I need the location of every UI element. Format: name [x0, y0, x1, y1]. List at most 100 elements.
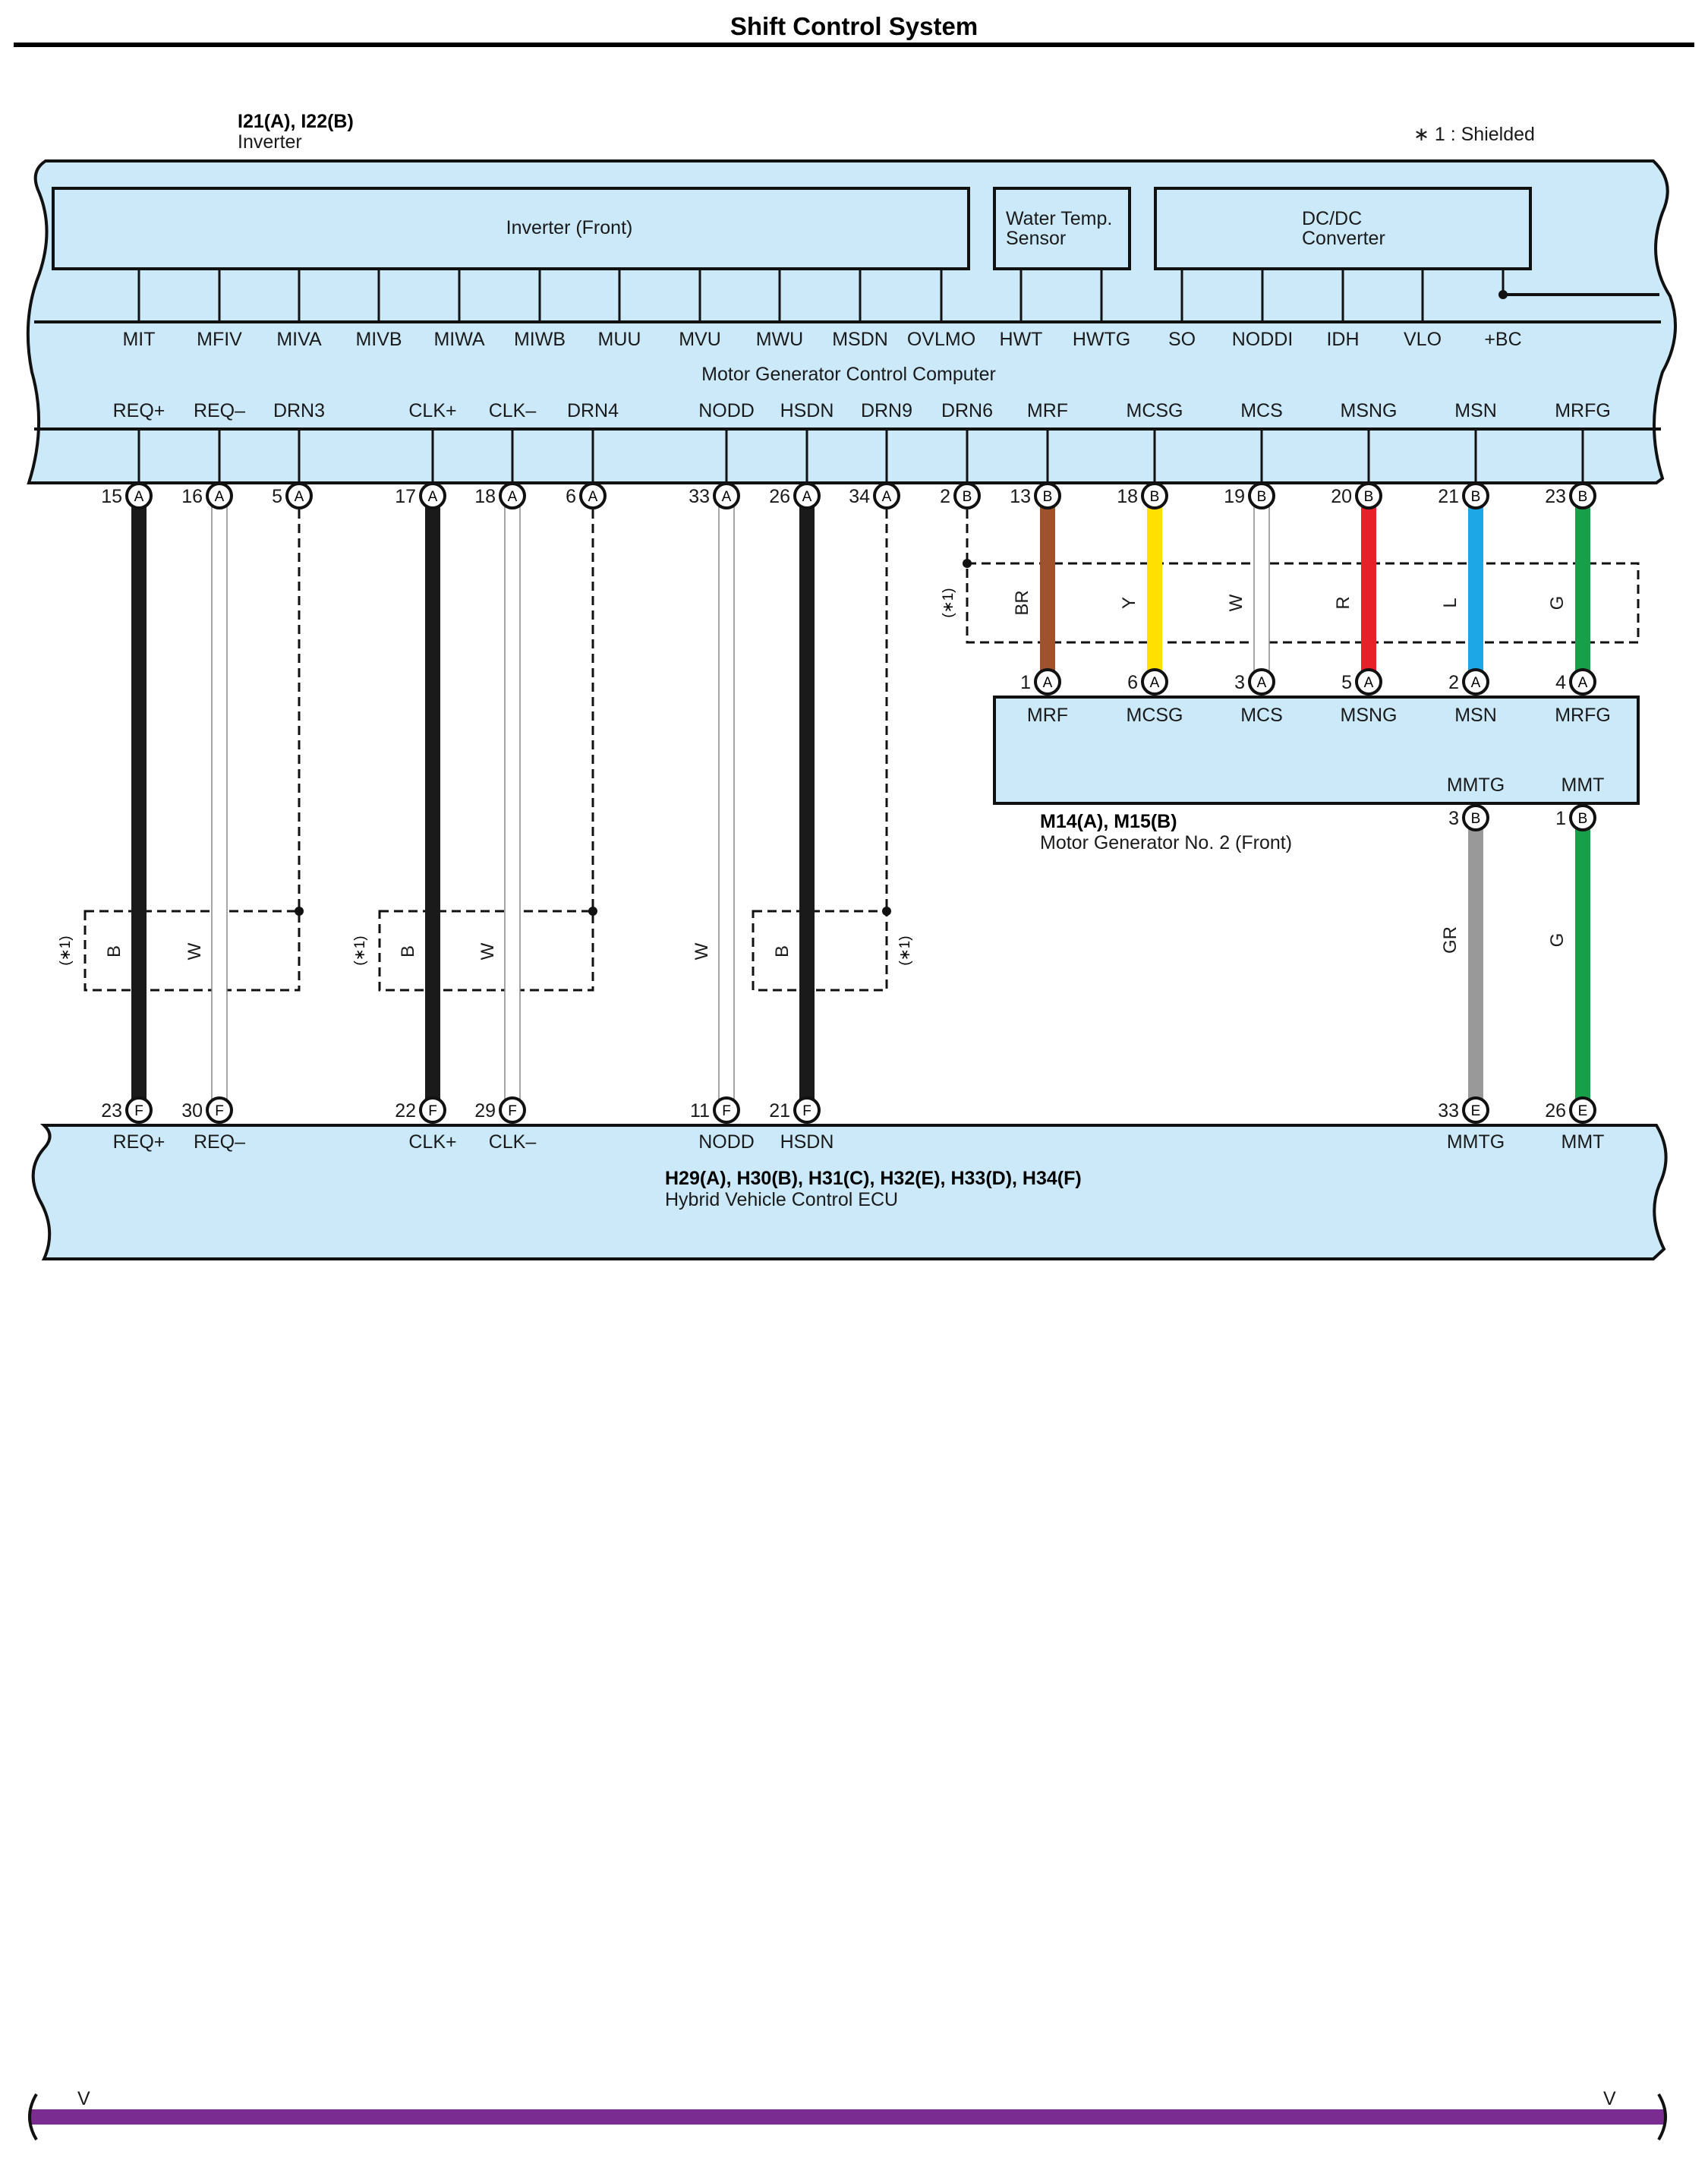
- inverter-front-label: Inverter (Front): [506, 217, 633, 238]
- wire-inverter-ecu: [799, 506, 815, 1099]
- shield-junction: [588, 907, 597, 916]
- terminal-label-muu: MUU: [598, 329, 641, 350]
- mg-terminal-label: MCS: [1240, 705, 1283, 726]
- shield-box-clk: [378, 910, 594, 992]
- wire-color-label: Y: [1119, 597, 1139, 609]
- wire-color-label: W: [692, 942, 712, 960]
- svg-text:26: 26: [769, 486, 790, 507]
- svg-text:2: 2: [940, 486, 950, 507]
- terminal-label-mrfg: MRFG: [1555, 400, 1611, 421]
- terminal-label-req: REQ+: [113, 400, 165, 421]
- svg-text:B: B: [1471, 489, 1481, 505]
- wire-inverter-mg: [1361, 506, 1376, 671]
- svg-text:A: A: [1578, 675, 1588, 691]
- ecu-terminal-label: HSDN: [780, 1131, 834, 1153]
- wire-inverter-mg: [1147, 506, 1162, 671]
- wire-color-label: B: [398, 945, 418, 957]
- inverter-pin: A6: [566, 482, 607, 509]
- terminal-label-ovlmo: OVLMO: [907, 329, 975, 350]
- svg-text:F: F: [428, 1103, 437, 1119]
- mg-terminal-label: MSN: [1454, 705, 1497, 726]
- ecu-terminal-label: MMTG: [1447, 1131, 1505, 1153]
- mg-pin: A5: [1341, 668, 1382, 696]
- dcdc-converter-label-2: Converter: [1302, 228, 1385, 249]
- shield-junction: [295, 907, 304, 916]
- wire-mg-ecu: [1575, 828, 1590, 1099]
- shield-tag-clk: (∗1): [352, 935, 368, 965]
- terminal-label-clk: CLK+: [408, 400, 456, 421]
- svg-text:21: 21: [769, 1100, 790, 1121]
- terminal-label-noddi: NODDI: [1232, 329, 1294, 350]
- motor-generator-connectors: M14(A), M15(B): [1040, 811, 1177, 832]
- svg-text:B: B: [1043, 489, 1053, 505]
- terminal-label-hwt: HWT: [1000, 329, 1043, 350]
- svg-text:34: 34: [849, 486, 870, 507]
- ecu-terminal-label: MMT: [1561, 1131, 1605, 1153]
- svg-text:26: 26: [1545, 1100, 1566, 1121]
- inverter-connectors: I21(A), I22(B): [238, 111, 354, 132]
- svg-text:A: A: [882, 489, 892, 505]
- wire-color-label: W: [184, 942, 205, 960]
- footer-bar-left-cap: [28, 2093, 38, 2141]
- footer-right-marker: V: [1603, 2088, 1616, 2109]
- shield-note: ∗ 1 : Shielded: [1413, 124, 1535, 145]
- terminal-label-miva: MIVA: [276, 329, 322, 350]
- wire-inverter-ecu: [718, 506, 735, 1100]
- svg-text:A: A: [802, 489, 812, 505]
- terminal-label-msng: MSNG: [1341, 400, 1398, 421]
- inverter-pin: A16: [181, 482, 233, 509]
- bottom-terminal-stubs: [137, 429, 1584, 483]
- terminal-label-mit: MIT: [122, 329, 155, 350]
- title-rule: [14, 43, 1694, 47]
- mg-terminal-label: MCSG: [1127, 705, 1183, 726]
- svg-text:E: E: [1578, 1103, 1588, 1119]
- hv-ecu-name: Hybrid Vehicle Control ECU: [665, 1189, 898, 1210]
- svg-text:11: 11: [690, 1100, 710, 1121]
- wire-inverter-ecu: [131, 506, 147, 1099]
- ecu-terminal-label: CLK–: [489, 1131, 537, 1153]
- svg-text:B: B: [1150, 489, 1160, 505]
- shield-boxes: (∗1)(∗1)(∗1)(∗1): [58, 509, 1640, 992]
- footer-left-marker: V: [77, 2088, 90, 2109]
- dcdc-converter-block: [1154, 187, 1532, 270]
- svg-text:5: 5: [1341, 672, 1352, 693]
- wire-inverter-mg: [1575, 506, 1590, 671]
- svg-text:4: 4: [1555, 672, 1566, 693]
- ecu-pin: F22: [395, 1096, 446, 1124]
- svg-text:21: 21: [1438, 486, 1459, 507]
- svg-text:A: A: [1364, 675, 1374, 691]
- wire-inverter-mg: [1468, 506, 1483, 671]
- terminal-label-mvu: MVU: [679, 329, 721, 350]
- mg-pin: B3: [1448, 804, 1489, 831]
- mg-terminal-label: MRFG: [1555, 705, 1611, 726]
- svg-text:E: E: [1471, 1103, 1481, 1119]
- mg-control-computer-label: Motor Generator Control Computer: [701, 364, 996, 385]
- svg-text:A: A: [588, 489, 598, 505]
- inverter-pin: B18: [1117, 482, 1168, 509]
- hv-ecu-connectors: H29(A), H30(B), H31(C), H32(E), H33(D), …: [665, 1168, 1082, 1189]
- terminal-label-hsdn: HSDN: [780, 400, 834, 421]
- wire-inverter-mg: [1040, 506, 1055, 671]
- svg-text:A: A: [134, 489, 144, 505]
- ecu-pin: E33: [1438, 1096, 1489, 1124]
- svg-text:B: B: [1578, 811, 1588, 827]
- mg-terminal-label: MMT: [1561, 774, 1605, 796]
- svg-text:A: A: [508, 489, 518, 505]
- ecu-pin: E 26: [1545, 1096, 1596, 1124]
- terminal-label-req: REQ–: [194, 400, 245, 421]
- svg-text:20: 20: [1331, 486, 1352, 507]
- svg-text:B: B: [1471, 811, 1481, 827]
- svg-text:A: A: [1257, 675, 1267, 691]
- inverter-pin: B2: [940, 482, 981, 509]
- page-title: Shift Control System: [730, 12, 978, 40]
- inverter-pin: A 34: [849, 482, 900, 509]
- inverter-pin: B13: [1010, 482, 1061, 509]
- ecu-terminal-label: REQ–: [194, 1131, 245, 1153]
- svg-text:23: 23: [1545, 486, 1566, 507]
- mg-pin: A6: [1127, 668, 1168, 696]
- wire-color-label: W: [477, 942, 498, 960]
- ecu-pin: F11: [690, 1096, 740, 1124]
- svg-text:29: 29: [474, 1100, 496, 1121]
